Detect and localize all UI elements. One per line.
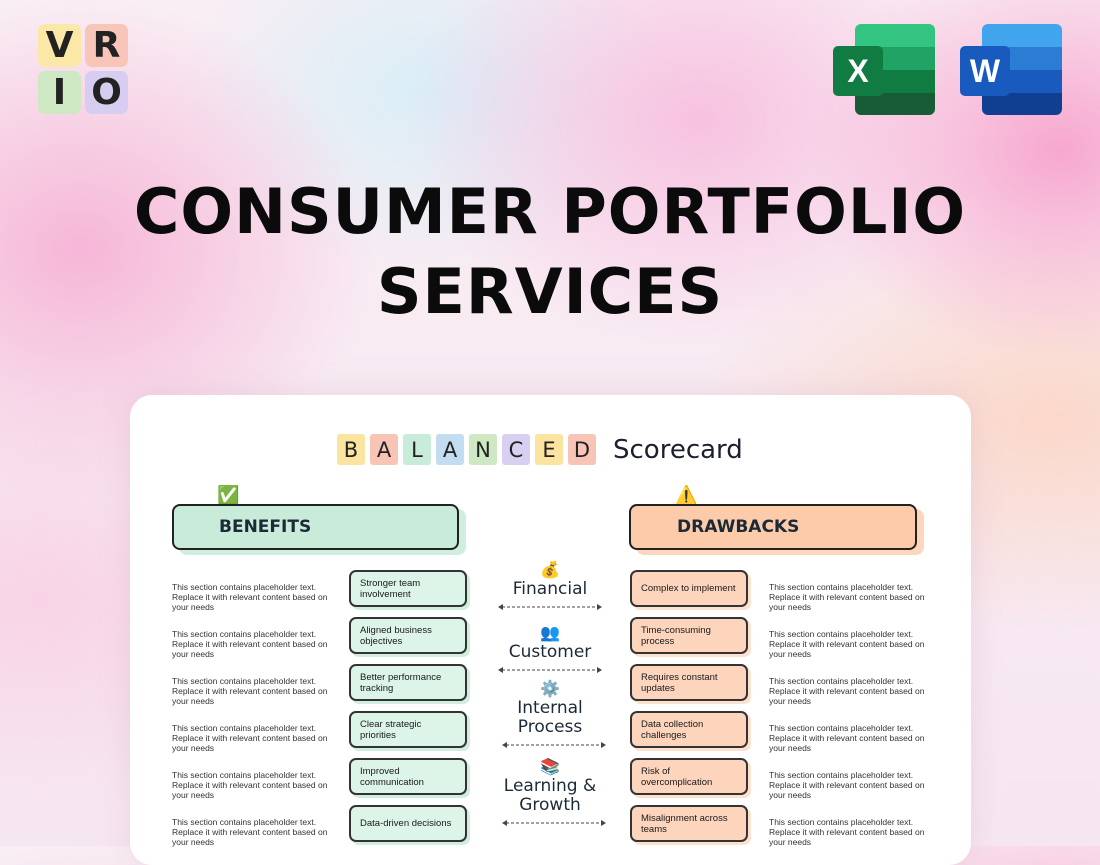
heading-tile: L — [403, 434, 431, 465]
checkmark-icon: ✅ — [217, 485, 240, 506]
heading-tile: B — [337, 434, 365, 465]
page-title: CONSUMER PORTFOLIO SERVICES — [0, 172, 1100, 332]
heading-tile: E — [535, 434, 563, 465]
heading-tile: A — [436, 434, 464, 465]
category-1: 👥Customer — [488, 623, 612, 674]
benefit-description: This section contains placeholder text. … — [172, 770, 328, 800]
heading-tile: A — [370, 434, 398, 465]
category-0: 💰Financial — [488, 560, 612, 611]
word-letter: W — [960, 46, 1010, 96]
double-arrow-icon — [498, 667, 602, 673]
benefit-description: This section contains placeholder text. … — [172, 629, 328, 659]
double-arrow-icon — [502, 742, 606, 748]
heading-word: Scorecard — [613, 434, 743, 465]
logo-letter-r: R — [85, 24, 128, 67]
category-icon: 💰 — [540, 560, 560, 579]
warning-icon: ⚠️ — [675, 485, 698, 506]
category-label: Customer — [508, 642, 592, 662]
category-2: ⚙️Internal Process — [502, 679, 606, 749]
benefit-item: Better performance tracking — [349, 664, 467, 701]
benefit-description: This section contains placeholder text. … — [172, 817, 328, 847]
category-3: 📚Learning & Growth — [502, 757, 606, 827]
word-icon: W — [960, 24, 1062, 115]
drawback-item: Complex to implement — [630, 570, 748, 607]
heading-tile: N — [469, 434, 497, 465]
benefit-item: Improved communication — [349, 758, 467, 795]
title-line-1: CONSUMER PORTFOLIO — [133, 175, 967, 248]
scorecard-card: B A L A N C E D Scorecard ✅ BENEFITS ⚠️ … — [130, 395, 971, 865]
category-icon: 📚 — [540, 757, 560, 776]
drawback-description: This section contains placeholder text. … — [769, 582, 925, 612]
drawbacks-header: DRAWBACKS — [629, 504, 917, 550]
benefit-item: Stronger team involvement — [349, 570, 467, 607]
double-arrow-icon — [502, 820, 606, 826]
drawback-description: This section contains placeholder text. … — [769, 629, 925, 659]
drawback-item: Requires constant updates — [630, 664, 748, 701]
benefit-description: This section contains placeholder text. … — [172, 582, 328, 612]
category-label: Financial — [512, 579, 588, 599]
drawback-item: Risk of overcomplication — [630, 758, 748, 795]
benefit-item: Aligned business objectives — [349, 617, 467, 654]
logo-letter-i: I — [38, 71, 81, 114]
drawback-item: Misalignment across teams — [630, 805, 748, 842]
category-label: Internal Process — [517, 698, 583, 737]
drawback-item: Data collection challenges — [630, 711, 748, 748]
logo-letter-o: O — [85, 71, 128, 114]
drawback-description: This section contains placeholder text. … — [769, 817, 925, 847]
heading-tile: C — [502, 434, 530, 465]
vrio-logo: V R I O — [38, 24, 130, 116]
title-line-2: SERVICES — [376, 255, 724, 328]
logo-letter-v: V — [38, 24, 81, 67]
benefit-item: Data-driven decisions — [349, 805, 467, 842]
excel-letter: X — [833, 46, 883, 96]
scorecard-heading: B A L A N C E D Scorecard — [337, 433, 743, 466]
double-arrow-icon — [498, 604, 602, 610]
category-label: Learning & Growth — [503, 776, 597, 815]
category-icon: ⚙️ — [540, 679, 560, 698]
benefit-description: This section contains placeholder text. … — [172, 723, 328, 753]
benefit-description: This section contains placeholder text. … — [172, 676, 328, 706]
excel-icon: X — [833, 24, 935, 115]
heading-tile: D — [568, 434, 596, 465]
benefits-header: BENEFITS — [172, 504, 459, 550]
drawback-description: This section contains placeholder text. … — [769, 770, 925, 800]
drawback-description: This section contains placeholder text. … — [769, 723, 925, 753]
benefit-item: Clear strategic priorities — [349, 711, 467, 748]
drawback-item: Time-consuming process — [630, 617, 748, 654]
drawback-description: This section contains placeholder text. … — [769, 676, 925, 706]
category-icon: 👥 — [540, 623, 560, 642]
